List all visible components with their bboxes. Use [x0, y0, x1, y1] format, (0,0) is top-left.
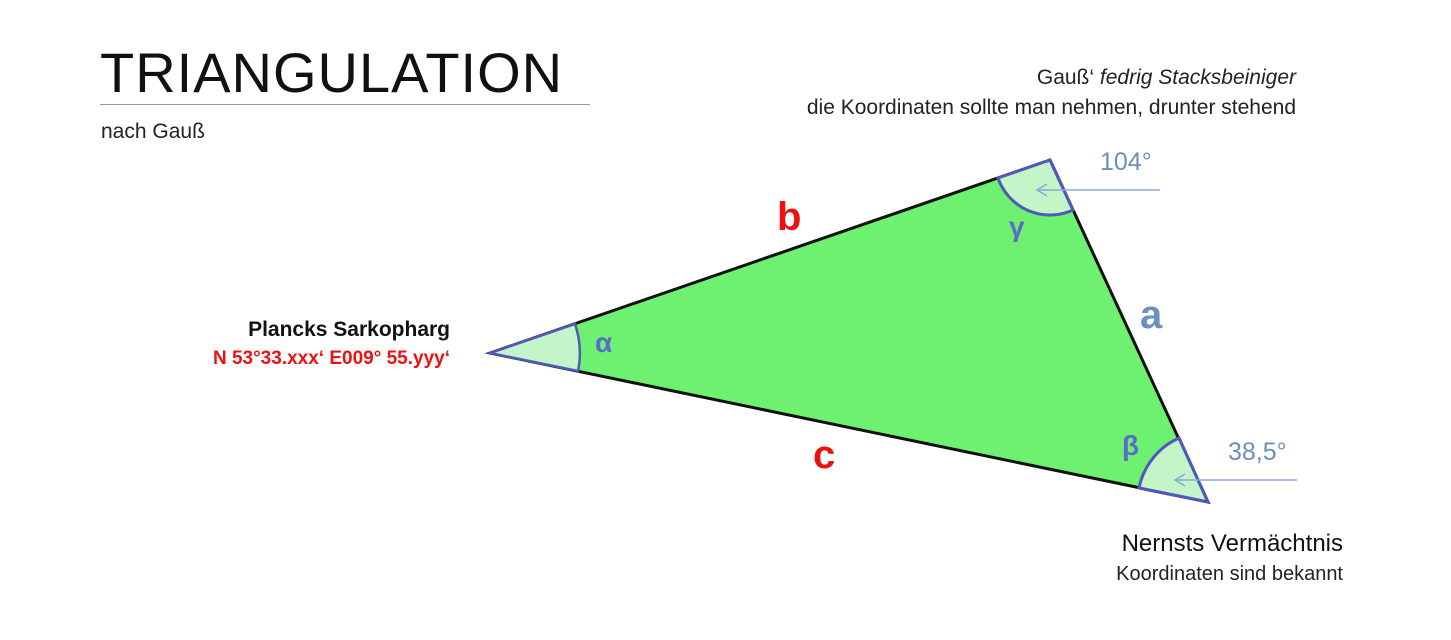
top-vertex-name: Gauß‘ fedrig Stacksbeiniger — [1037, 66, 1296, 90]
bottom-right-vertex-name: Nernsts Vermächtnis — [1121, 530, 1343, 557]
side-b-label: b — [777, 195, 801, 239]
side-a-label: a — [1140, 293, 1163, 337]
triangle — [484, 158, 1211, 505]
left-vertex-coordinates: N 53°33.xxx‘ E009° 55.yyy‘ — [212, 348, 450, 369]
top-vertex-description: die Koordinaten sollte man nehmen, drunt… — [806, 96, 1296, 119]
beta-arrow — [1173, 473, 1297, 487]
side-c-label: c — [813, 433, 835, 477]
page-title: TRIANGULATION — [100, 41, 564, 104]
left-vertex-name: Plancks Sarkopharg — [248, 318, 450, 341]
beta-wedge — [1137, 436, 1211, 505]
gamma-value: 104° — [1100, 148, 1152, 176]
page-subtitle: nach Gauß — [101, 120, 205, 143]
alpha-label: α — [595, 327, 612, 358]
gamma-arrow — [1035, 183, 1160, 197]
bottom-right-vertex-description: Koordinaten sind bekannt — [1116, 563, 1343, 585]
top-vertex-name-prefix: Gauß‘ — [1036, 66, 1100, 89]
beta-label: β — [1122, 430, 1139, 461]
top-vertex-name-italic: fedrig Stacksbeiniger — [1099, 66, 1296, 89]
gamma-label: γ — [1009, 211, 1025, 242]
title-divider — [100, 104, 590, 105]
beta-value: 38,5° — [1228, 438, 1287, 466]
gamma-wedge — [996, 158, 1075, 217]
